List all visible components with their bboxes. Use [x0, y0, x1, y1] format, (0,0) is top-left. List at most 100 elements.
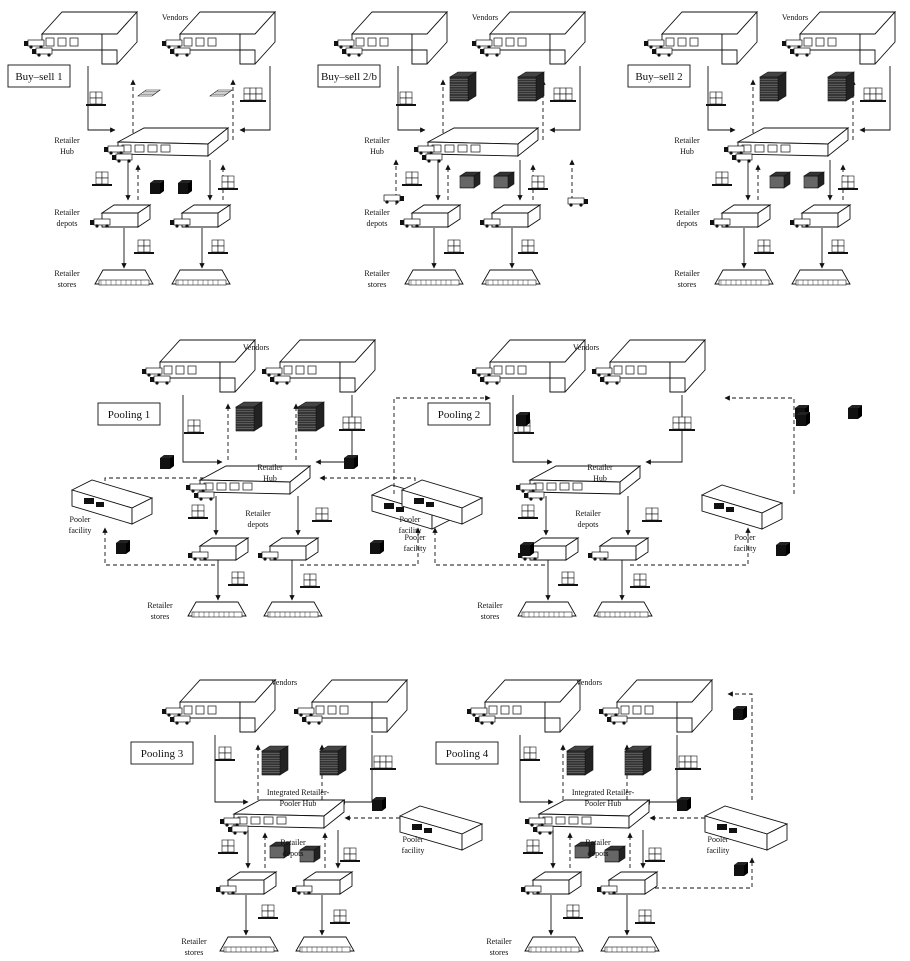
truck-icon: [467, 708, 487, 717]
pallet-stack-icon: [770, 172, 790, 188]
pooler-facility-label: Pooler: [403, 835, 424, 844]
pallet-boxes-icon: [645, 848, 665, 862]
retailer-depot-icon: [597, 872, 657, 895]
truck-icon: [334, 40, 354, 49]
pooler-facility-label: facility: [402, 846, 425, 855]
truck-icon: [472, 40, 492, 49]
panel-title-p1: Pooling 1: [98, 403, 160, 425]
retailer-stores-label: stores: [185, 948, 204, 957]
pallet-boxes-icon: [402, 172, 422, 186]
pooler-facility-label: Pooler: [400, 515, 421, 524]
truck-icon: [302, 716, 322, 725]
container-icon: [520, 542, 534, 556]
pallet-boxes-icon: [218, 840, 238, 854]
retailer-store-icon: [188, 602, 246, 617]
pooler-facility-label: Pooler: [708, 835, 729, 844]
retailer-depots-label: depots: [57, 219, 78, 228]
panel-title-p2: Pooling 2: [428, 403, 490, 425]
container-icon: [178, 180, 192, 194]
truck-icon: [170, 716, 190, 725]
retailer-hub-icon: [186, 466, 310, 501]
truck-icon: [568, 198, 588, 207]
retailer-store-icon: [792, 270, 850, 285]
retailer-store-icon: [518, 602, 576, 617]
truck-icon: [150, 376, 170, 385]
container-icon: [796, 412, 810, 426]
container-icon: [372, 797, 386, 811]
panel-title-p3: Pooling 3: [131, 742, 193, 764]
retailer-depots-label: Retailer: [575, 509, 601, 518]
retailer-hub-label: Retailer: [587, 463, 613, 472]
pallet-boxes-icon: [330, 910, 350, 924]
vendor-warehouse-icon: [467, 680, 580, 732]
truck-icon: [90, 219, 110, 228]
retailer-hub-icon: [516, 466, 640, 501]
container-icon: [344, 455, 358, 469]
truck-icon: [600, 376, 620, 385]
retailer-hub-label: Hub: [60, 147, 74, 156]
container-stack-icon: [828, 72, 854, 101]
container-stack-icon: [625, 746, 651, 775]
flow-path: [725, 398, 794, 494]
pallet-boxes-icon: [523, 840, 543, 854]
truck-icon: [599, 708, 619, 717]
truck-icon: [475, 716, 495, 725]
integrated-hub-label: Pooler Hub: [585, 799, 622, 808]
retailer-hub-label: Hub: [263, 474, 277, 483]
truck-icon: [162, 708, 182, 717]
truck-icon: [592, 368, 612, 377]
vendor-warehouse-icon: [24, 12, 137, 64]
retailer-depot-icon: [480, 205, 540, 228]
vendors-label: Vendors: [472, 13, 498, 22]
panel-title-text: Pooling 4: [446, 748, 489, 760]
pallet-boxes-icon: [396, 92, 416, 106]
pallet-boxes-icon: [134, 240, 154, 254]
pallet-boxes-icon: [444, 240, 464, 254]
retailer-depots-label: Retailer: [245, 509, 271, 518]
panel-title-bs2b: Buy–sell 2/b: [318, 65, 380, 87]
container-icon: [160, 455, 174, 469]
retailer-hub-icon: [414, 128, 538, 163]
retailer-stores-label: stores: [58, 280, 77, 289]
retailer-depot-icon: [292, 872, 352, 895]
retailer-depots-label: Retailer: [364, 208, 390, 217]
retailer-store-icon: [601, 937, 659, 952]
vendor-warehouse-icon: [294, 680, 407, 732]
truck-icon: [104, 146, 124, 155]
pallet-boxes-icon: [340, 848, 360, 862]
truck-icon: [525, 818, 545, 827]
truck-icon: [521, 886, 541, 895]
truck-icon: [142, 368, 162, 377]
container-icon: [733, 706, 747, 720]
truck-icon: [342, 48, 362, 57]
truck-icon: [422, 154, 442, 163]
pallet-boxes-icon: [370, 756, 396, 770]
truck-icon: [170, 219, 190, 228]
vendors-label: Vendors: [162, 13, 188, 22]
truck-icon: [524, 492, 544, 501]
pallet-boxes-icon: [706, 92, 726, 106]
panel-title-text: Pooling 3: [141, 748, 184, 760]
container-stack-icon: [760, 72, 786, 101]
vendors-label: Vendors: [243, 343, 269, 352]
pallet-boxes-icon: [563, 905, 583, 919]
retailer-store-icon: [264, 602, 322, 617]
pooler-facility-label: facility: [399, 526, 422, 535]
pallet-stack-icon: [804, 172, 824, 188]
pallet-boxes-icon: [208, 240, 228, 254]
pooler-facility-label: facility: [707, 846, 730, 855]
empty-pallet-icon: [210, 90, 232, 96]
pallet-boxes-icon: [312, 508, 332, 522]
container-icon: [734, 862, 748, 876]
pooler-facility-icon: [702, 485, 782, 529]
truck-icon: [292, 886, 312, 895]
retailer-store-icon: [95, 270, 153, 285]
vendor-warehouse-icon: [472, 340, 585, 392]
truck-icon: [270, 376, 290, 385]
vendors-label: Vendors: [782, 13, 808, 22]
retailer-depot-icon: [188, 538, 248, 561]
retailer-store-icon: [594, 602, 652, 617]
retailer-hub-label: Retailer: [674, 136, 700, 145]
container-icon: [848, 405, 862, 419]
retailer-depots-label: Retailer: [280, 838, 306, 847]
